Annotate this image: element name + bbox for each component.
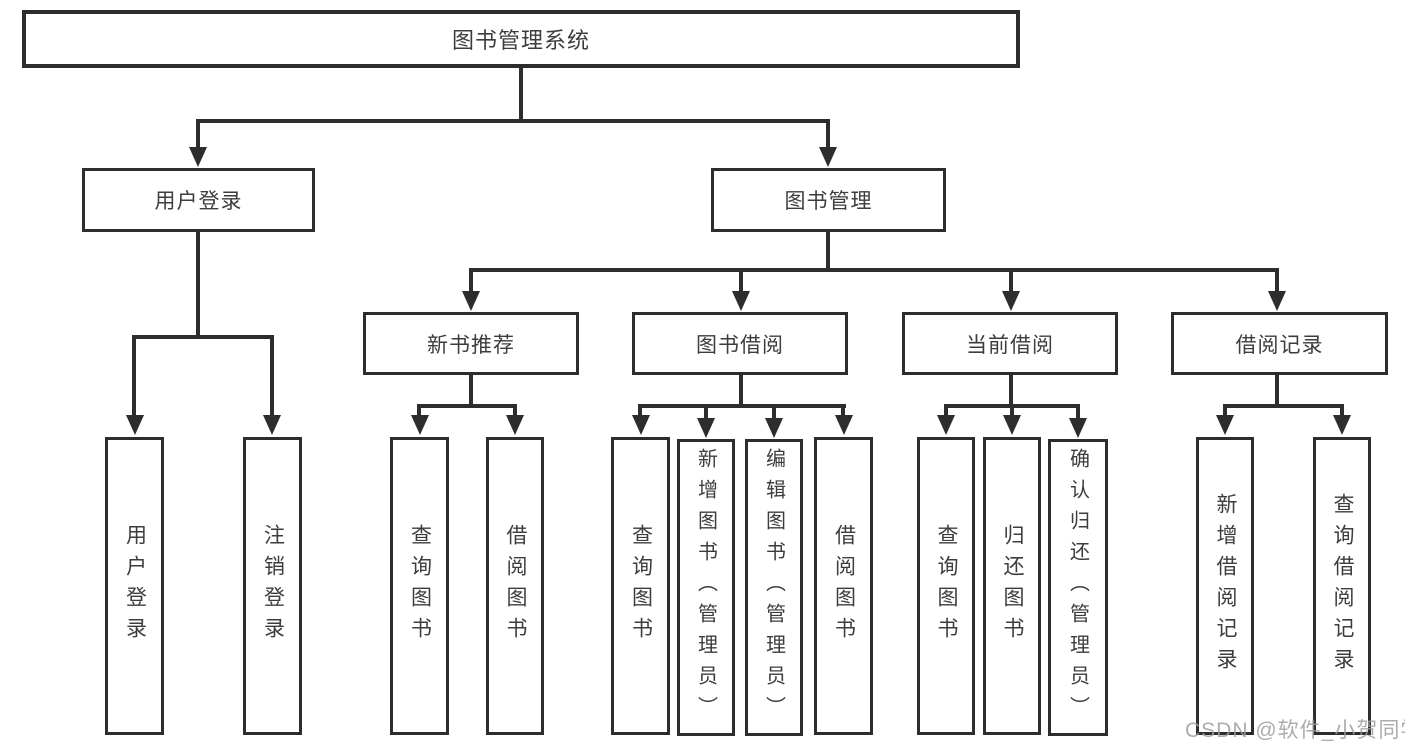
arrowhead-down-icon <box>1268 291 1286 311</box>
node-library-management-system: 图书管理系统 <box>22 10 1020 68</box>
connector-line <box>469 268 473 296</box>
arrowhead-down-icon <box>263 415 281 435</box>
arrowhead-down-icon <box>732 291 750 311</box>
connector-line <box>826 232 830 270</box>
connector-line <box>1340 404 1344 420</box>
arrowhead-down-icon <box>1333 415 1351 435</box>
connector-line <box>417 404 421 420</box>
leaf-label: 查询图书 <box>408 524 432 648</box>
connector-line <box>519 68 523 122</box>
connector-line <box>132 335 136 415</box>
connector-line <box>1010 404 1014 420</box>
arrowhead-down-icon <box>765 418 783 438</box>
arrowhead-down-icon <box>126 415 144 435</box>
node-book-management: 图书管理 <box>711 168 946 232</box>
connector-line <box>739 268 743 296</box>
leaf-label: 编辑图书（管理员） <box>762 448 785 727</box>
leaf-label: 借阅图书 <box>832 524 856 648</box>
node-borrowing-records: 借阅记录 <box>1171 312 1388 375</box>
connector-line <box>1009 375 1013 408</box>
leaf-query-books-current: 查询图书 <box>917 437 975 735</box>
node-current-borrowing: 当前借阅 <box>902 312 1118 375</box>
leaf-label: 注销登录 <box>261 524 285 648</box>
connector-line <box>196 119 200 152</box>
connector-line <box>1275 375 1279 408</box>
leaf-label: 查询图书 <box>935 524 958 648</box>
leaf-label: 查询图书 <box>629 524 653 648</box>
leaf-confirm-return-admin: 确认归还（管理员） <box>1048 439 1108 736</box>
leaf-label: 借阅图书 <box>504 524 527 648</box>
leaf-user-login: 用户登录 <box>105 437 164 735</box>
connector-line <box>944 404 948 420</box>
connector-line <box>196 232 200 337</box>
leaf-label: 确认归还（管理员） <box>1066 448 1089 727</box>
leaf-return-books: 归还图书 <box>983 437 1041 735</box>
connector-line <box>132 335 274 339</box>
connector-line <box>638 404 642 420</box>
connector-line <box>469 375 473 408</box>
arrowhead-down-icon <box>411 415 429 435</box>
node-label: 用户登录 <box>154 190 243 213</box>
node-new-book-recommendation: 新书推荐 <box>363 312 579 375</box>
connector-line <box>772 404 776 422</box>
connector-line <box>1009 268 1013 296</box>
leaf-borrow-books-recommend: 借阅图书 <box>486 437 544 735</box>
arrowhead-down-icon <box>1003 415 1021 435</box>
connector-line <box>841 404 845 420</box>
leaf-label: 新增借阅记录 <box>1214 493 1237 679</box>
leaf-add-borrow-record: 新增借阅记录 <box>1196 437 1254 735</box>
arrowhead-down-icon <box>189 147 207 167</box>
leaf-query-borrow-record: 查询借阅记录 <box>1313 437 1371 735</box>
node-user-login: 用户登录 <box>82 168 315 232</box>
connector-line <box>196 119 830 123</box>
node-label: 新书推荐 <box>427 333 515 357</box>
leaf-logout: 注销登录 <box>243 437 302 735</box>
arrowhead-down-icon <box>1216 415 1234 435</box>
arrowhead-down-icon <box>1069 418 1087 438</box>
connector-line <box>1275 268 1279 296</box>
node-label: 图书管理系统 <box>451 28 590 53</box>
arrowhead-down-icon <box>819 147 837 167</box>
node-label: 当前借阅 <box>966 333 1054 357</box>
leaf-borrow-books-borrowing: 借阅图书 <box>814 437 873 735</box>
leaf-label: 查询借阅记录 <box>1331 493 1354 679</box>
csdn-watermark: CSDN @软件_小贺同学 <box>1185 719 1405 742</box>
arrowhead-down-icon <box>462 291 480 311</box>
connector-line <box>469 268 1279 272</box>
connector-line <box>1223 404 1344 408</box>
connector-line <box>270 335 274 415</box>
connector-line <box>417 404 517 408</box>
leaf-query-books-recommend: 查询图书 <box>390 437 449 735</box>
arrowhead-down-icon <box>632 415 650 435</box>
arrowhead-down-icon <box>1002 291 1020 311</box>
leaf-label: 新增图书（管理员） <box>694 448 717 727</box>
node-label: 图书借阅 <box>696 333 784 357</box>
node-label: 借阅记录 <box>1235 333 1324 357</box>
arrowhead-down-icon <box>835 415 853 435</box>
arrowhead-down-icon <box>937 415 955 435</box>
connector-line <box>1076 404 1080 422</box>
node-label: 图书管理 <box>784 190 873 213</box>
connector-line <box>513 404 517 420</box>
leaf-edit-book-admin: 编辑图书（管理员） <box>745 439 803 736</box>
arrowhead-down-icon <box>697 418 715 438</box>
connector-line <box>638 404 846 408</box>
leaf-label: 归还图书 <box>1001 524 1024 648</box>
arrowhead-down-icon <box>506 415 524 435</box>
connector-line <box>826 119 830 152</box>
leaf-add-book-admin: 新增图书（管理员） <box>677 439 735 736</box>
leaf-query-books-borrowing: 查询图书 <box>611 437 670 735</box>
node-book-borrowing: 图书借阅 <box>632 312 848 375</box>
connector-line <box>704 404 708 422</box>
connector-line <box>739 375 743 408</box>
leaf-label: 用户登录 <box>123 524 147 648</box>
connector-line <box>1223 404 1227 420</box>
